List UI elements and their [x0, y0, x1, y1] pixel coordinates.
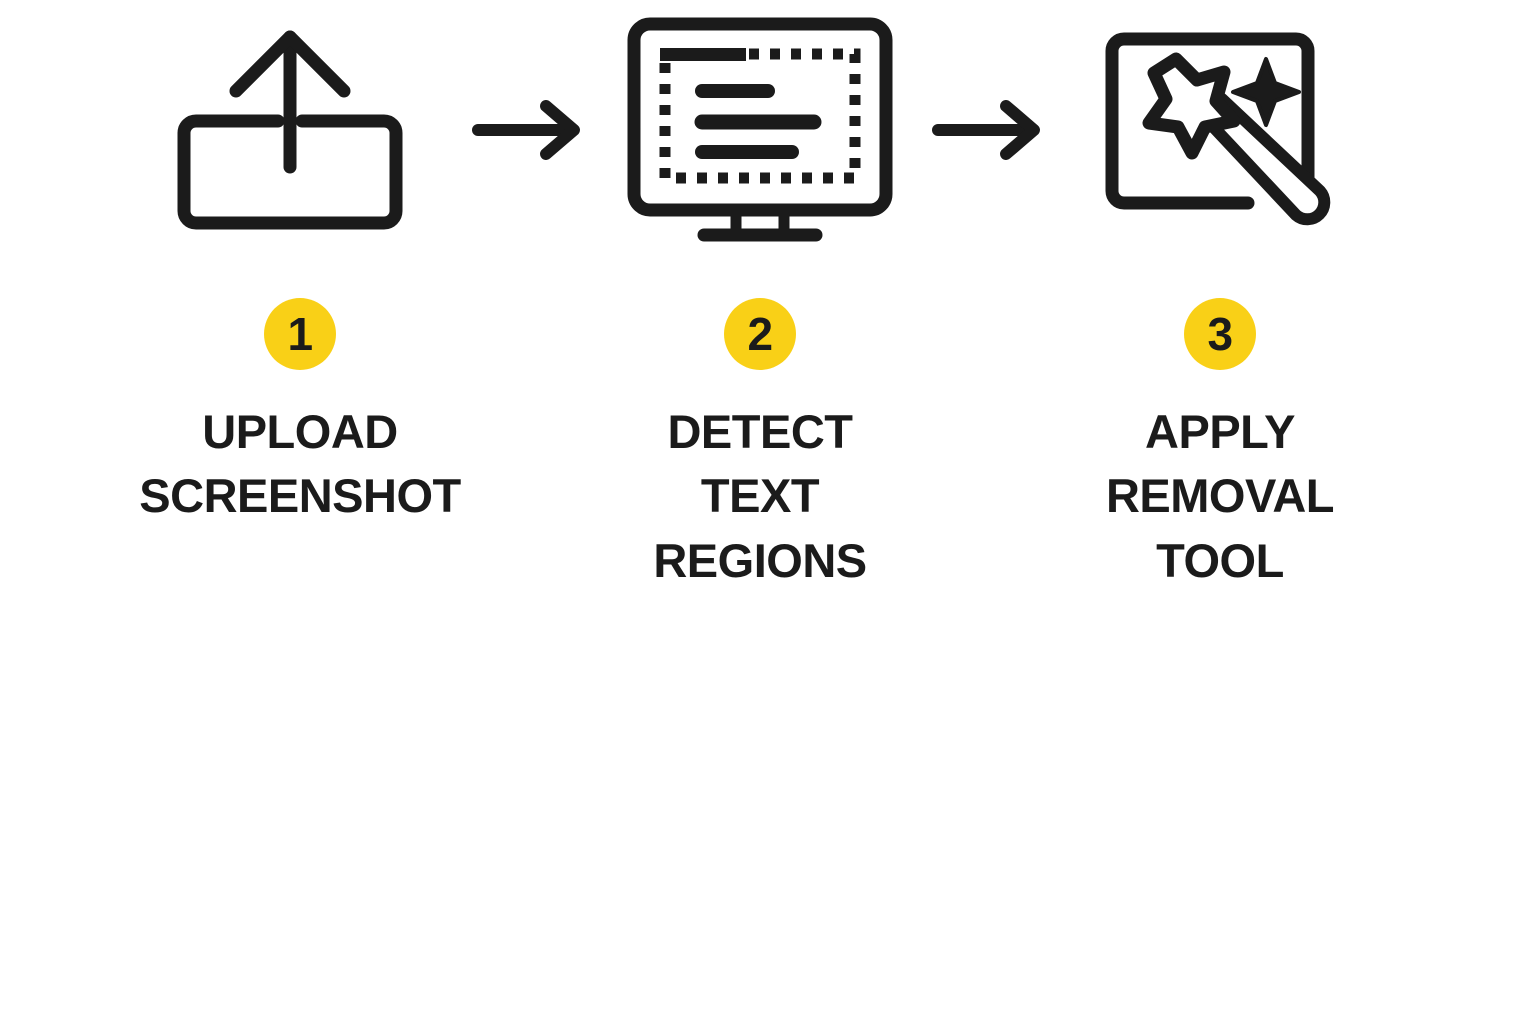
step-1-label: UPLOAD SCREENSHOT: [139, 405, 461, 523]
step-1-badge: 1: [264, 298, 336, 370]
magic-wand-icon: [1105, 32, 1331, 226]
connector-1-slot: [450, 0, 610, 260]
step-2-number: 2: [747, 308, 773, 360]
step-3-badge: 3: [1184, 298, 1256, 370]
arrow-right-icon: [472, 100, 580, 160]
step-3-apply-removal-tool[interactable]: 3 APPLY REMOVAL TOOL: [1070, 0, 1370, 593]
arrow-right-icon: [932, 100, 1040, 160]
upload-icon: [177, 30, 403, 230]
step-2-label: DETECT TEXT REGIONS: [653, 405, 867, 587]
step-3-number: 3: [1207, 308, 1233, 360]
step-3-icon-slot: [1070, 0, 1370, 260]
step-1-upload-screenshot[interactable]: 1 UPLOAD SCREENSHOT: [139, 0, 461, 529]
monitor-text-regions-icon: [627, 17, 893, 242]
step-3-label: APPLY REMOVAL TOOL: [1105, 405, 1335, 587]
connector-2-slot: [910, 0, 1070, 260]
step-2-icon-slot: [610, 0, 910, 260]
step-2-detect-text-regions[interactable]: 2 DETECT TEXT REGIONS: [610, 0, 910, 593]
step-2-badge: 2: [724, 298, 796, 370]
step-1-number: 1: [287, 308, 313, 360]
process-flow-row: 1 UPLOAD SCREENSHOT: [139, 0, 1370, 593]
step-1-icon-slot: [150, 0, 450, 260]
